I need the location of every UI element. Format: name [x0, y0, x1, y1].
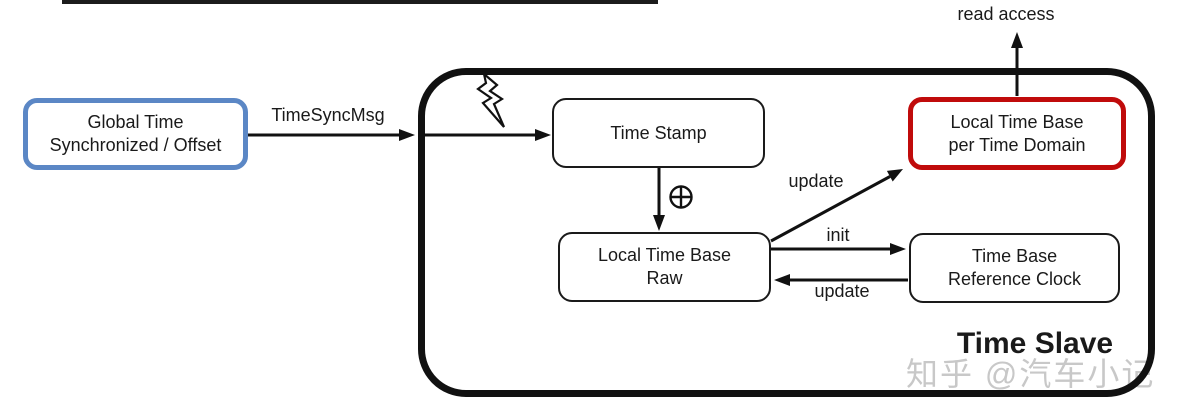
node-local-time-base-raw-line1: Local Time Base: [597, 245, 732, 265]
label-timesyncmsg: TimeSyncMsg: [271, 105, 385, 125]
node-time-base-reference-clock-line2: Reference Clock: [947, 269, 1082, 289]
node-local-time-base-per-domain-line2: per Time Domain: [948, 134, 1086, 155]
top-crop-line: [62, 0, 658, 4]
time-slave-container: [418, 68, 1155, 397]
arrow-update-to-domain: [770, 169, 903, 243]
node-local-time-base-per-domain-line1: Local Time Base: [950, 111, 1084, 132]
arrow-container-to-timestamp: [424, 129, 551, 141]
arrow-read-access: [1011, 32, 1023, 96]
arrow-timestamp-to-raw: [653, 168, 665, 231]
arrow-init: [771, 243, 906, 255]
container-title: Time Slave: [956, 327, 1114, 360]
node-time-stamp: Time Stamp: [552, 98, 765, 168]
node-time-base-reference-clock: Time Base Reference Clock: [909, 233, 1120, 303]
node-global-time-line2: Synchronized / Offset: [49, 135, 222, 155]
node-local-time-base-raw-line2: Raw: [646, 268, 683, 288]
label-init: init: [826, 225, 850, 245]
label-update-bottom: update: [814, 281, 870, 301]
node-global-time-line1: Global Time: [87, 112, 184, 132]
arrow-update-to-raw: [774, 274, 908, 286]
label-read-access: read access: [957, 4, 1055, 24]
node-time-stamp-line1: Time Stamp: [610, 122, 707, 143]
label-update-top: update: [788, 171, 844, 191]
node-global-time: Global Time Synchronized / Offset: [23, 98, 248, 170]
node-local-time-base-raw: Local Time Base Raw: [558, 232, 771, 302]
node-local-time-base-per-domain: Local Time Base per Time Domain: [908, 97, 1126, 170]
node-time-base-reference-clock-line1: Time Base: [971, 246, 1058, 266]
lightning-bolt-icon: [476, 71, 506, 128]
arrow-timesyncmsg-to-container: [248, 129, 415, 141]
circled-plus-icon: [669, 185, 693, 209]
